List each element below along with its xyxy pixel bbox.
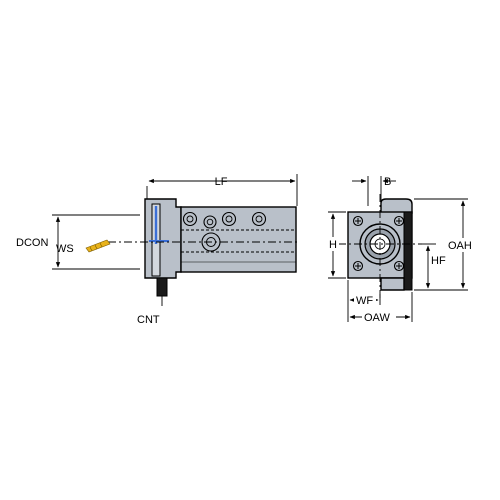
- coolant-connector: [156, 277, 168, 297]
- top-lug: [380, 198, 413, 214]
- bolt-3: [221, 211, 237, 227]
- bolt-4: [251, 211, 267, 227]
- oah-label: OAH: [448, 240, 472, 252]
- corner-screw-bl: [352, 260, 364, 272]
- bolt-2: [203, 215, 217, 229]
- lf-label: LF: [215, 176, 228, 188]
- main-body: [180, 206, 297, 273]
- ws-label: WS: [56, 243, 74, 255]
- corner-screw-tl: [352, 215, 364, 227]
- bolt-1: [182, 211, 198, 227]
- wf-label: WF: [356, 295, 373, 307]
- corner-screw-tr: [393, 215, 405, 227]
- oaw-label: OAW: [364, 312, 390, 324]
- front-view: B: [327, 176, 480, 324]
- dcon-label: DCON: [16, 237, 48, 249]
- corner-screw-br: [393, 260, 405, 272]
- cnt-label: CNT: [137, 314, 160, 326]
- front-flange: [144, 198, 182, 279]
- h-label: H: [329, 239, 337, 251]
- side-view: LF DCON WS CNT: [16, 174, 300, 326]
- b-label: B: [384, 176, 391, 188]
- side-rail: [403, 211, 413, 291]
- hf-label: HF: [431, 255, 446, 267]
- insert-icon: [85, 239, 111, 253]
